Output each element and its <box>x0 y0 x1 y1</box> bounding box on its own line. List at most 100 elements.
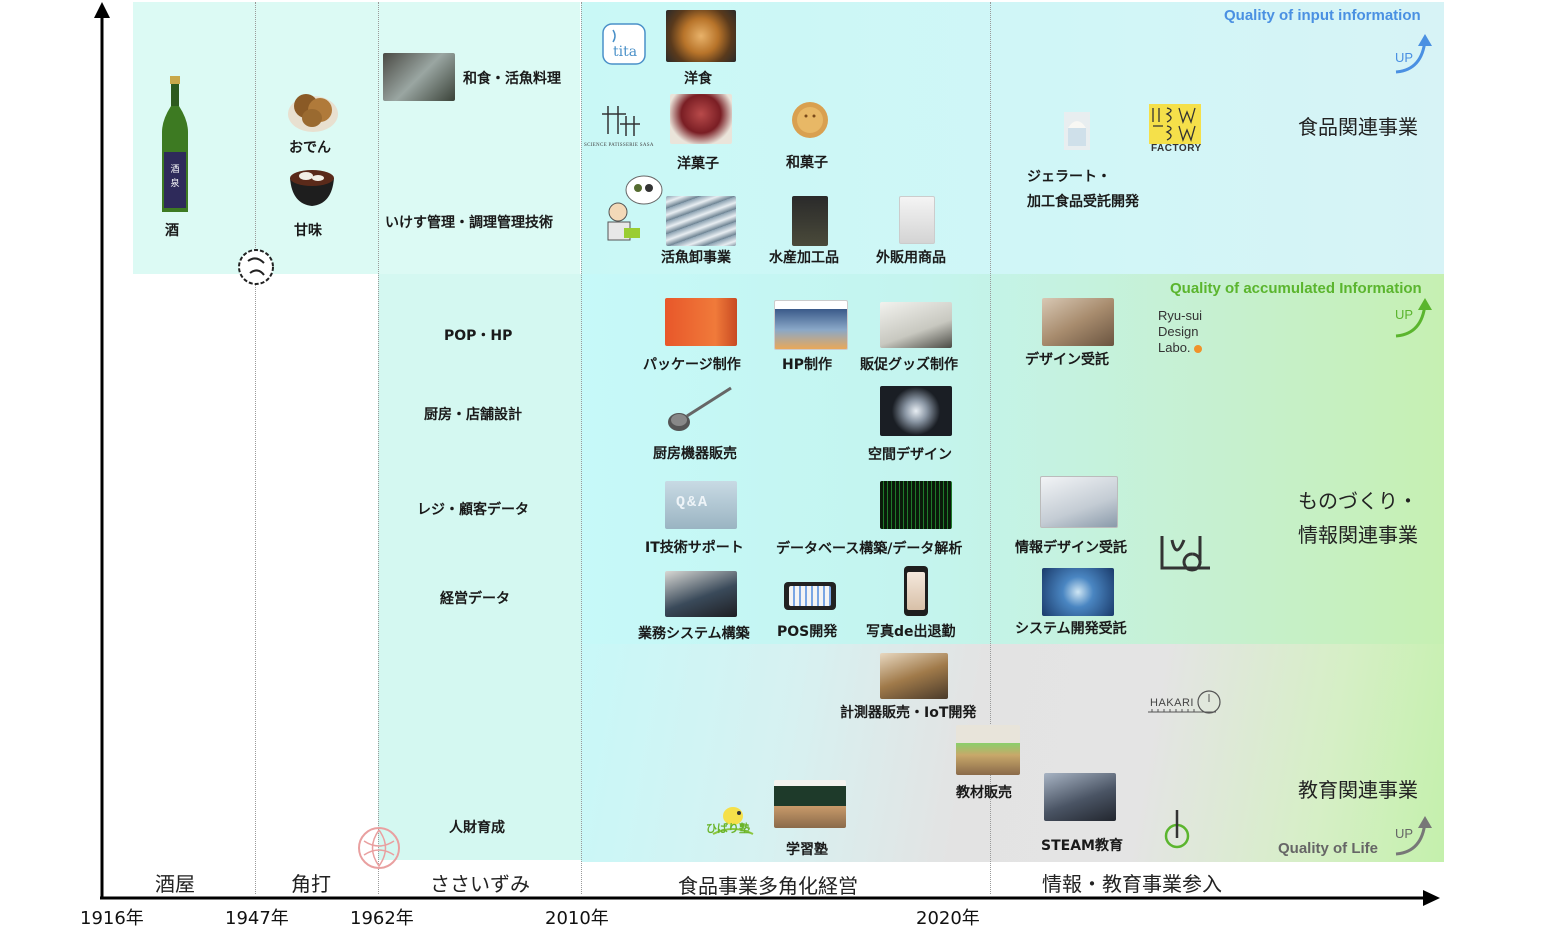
yd-logo-icon <box>1160 536 1210 572</box>
cram-school-photo <box>774 780 846 828</box>
system-dev-label: システム開発受託 <box>1015 621 1127 637</box>
database-photo <box>880 481 952 529</box>
it-support-label: IT技術サポート <box>645 540 744 556</box>
goods-label: 販促グッズ制作 <box>860 357 958 373</box>
svg-text:酒: 酒 <box>170 164 179 175</box>
ryusui-logo-line3: Labo. <box>1158 340 1191 355</box>
gelato-label-line1: ジェラート・ <box>1027 169 1111 185</box>
ryusui-logo-line1: Ryu-sui <box>1158 308 1203 323</box>
qa-text: Q&A <box>676 494 710 511</box>
ryusui-logo-line2: Design <box>1158 324 1199 339</box>
oden-icon <box>288 94 338 132</box>
suisan-photo <box>792 196 828 246</box>
washoku-label: 和食・活魚料理 <box>463 71 561 87</box>
hakari-logo-text: HAKARI <box>1150 697 1194 709</box>
kitchen-design-label: 厨房・店舗設計 <box>424 407 522 423</box>
year-2020: 2020年 <box>916 908 980 929</box>
katsugyo-photo <box>666 196 736 246</box>
up-text-input: UP <box>1395 50 1414 65</box>
category-making-line1: ものづくり・ <box>1298 489 1418 513</box>
divider-2020 <box>990 2 991 894</box>
hp-photo <box>774 300 848 350</box>
year-1947: 1947年 <box>225 908 289 929</box>
quality-life-label: Quality of Life <box>1278 840 1379 857</box>
gaihan-label: 外販用商品 <box>876 250 946 266</box>
design-photo <box>1042 298 1114 346</box>
gelato-label-line2: 加工食品受託開発 <box>1027 194 1139 210</box>
yoshoku-label: 洋食 <box>684 71 712 87</box>
up-text-life: UP <box>1395 826 1414 841</box>
package-label: パッケージ制作 <box>643 357 741 373</box>
up-text-accumulated: UP <box>1395 307 1414 322</box>
sake-label: 酒 <box>165 223 179 239</box>
ikesu-label: いけす管理・調理管理技術 <box>385 215 553 231</box>
era-label-sasaizumi: ささいずみ <box>430 872 530 896</box>
register-data-label: レジ・顧客データ <box>417 502 529 518</box>
era-label-kakuuchi: 角打 <box>291 872 331 896</box>
era-label-info-education: 情報・教育事業参入 <box>1042 872 1222 896</box>
steam-photo <box>1044 773 1116 821</box>
materials-photo <box>956 725 1020 775</box>
katsugyo-label: 活魚卸事業 <box>661 250 731 266</box>
hp-label: HP制作 <box>782 357 832 373</box>
sasa-logo-text: SCIENCE PATISSERIE SASA <box>584 143 654 148</box>
up-arrow-input-icon <box>1395 34 1432 74</box>
hr-development-label: 人財育成 <box>449 820 505 836</box>
measure-label: 計測器販売・IoT開発 <box>840 705 977 721</box>
oden-label: おでん <box>289 140 331 156</box>
factory-logo-text: FACTORY <box>1151 143 1202 154</box>
divider-1962 <box>378 2 379 894</box>
tita-logo-icon <box>602 23 646 65</box>
system-label: 業務システム構築 <box>638 626 750 642</box>
materials-label: 教材販売 <box>956 785 1012 801</box>
info-design-photo <box>1040 476 1118 528</box>
yogashi-photo <box>670 94 732 144</box>
svg-text:泉: 泉 <box>170 177 179 189</box>
family-crest-icon <box>238 249 274 285</box>
up-arrow-accumulated-icon <box>1395 298 1432 338</box>
space-design-photo <box>880 386 952 436</box>
yoshoku-photo <box>666 10 736 62</box>
year-2010: 2010年 <box>545 908 609 929</box>
era-label-sakaya: 酒屋 <box>155 872 195 896</box>
it-support-photo <box>665 481 737 529</box>
gaihan-photo <box>899 196 935 244</box>
suisan-label: 水産加工品 <box>769 250 839 266</box>
sasaizumi-crest-icon <box>358 827 400 869</box>
factory-logo-icon <box>1149 104 1201 144</box>
management-data-label: 経営データ <box>440 591 510 607</box>
zone-sasaizumi-column <box>378 274 581 860</box>
pos-label: POS開発 <box>777 624 838 640</box>
goods-photo <box>880 302 952 348</box>
wagashi-icon <box>792 102 828 138</box>
zone-food <box>133 2 580 274</box>
amami-label: 甘味 <box>294 223 322 239</box>
wagashi-label: 和菓子 <box>786 155 828 171</box>
system-dev-photo <box>1042 568 1114 616</box>
sake-bottle-icon: 酒 泉 <box>162 76 188 212</box>
yogashi-label: 洋菓子 <box>677 156 719 172</box>
quality-input-label: Quality of input information <box>1224 7 1421 24</box>
washoku-photo <box>383 53 455 101</box>
category-making-line2: 情報関連事業 <box>1298 523 1418 547</box>
category-education: 教育関連事業 <box>1298 778 1418 802</box>
measure-photo <box>880 653 948 699</box>
system-photo <box>665 571 737 617</box>
photo-attendance-screen <box>907 572 925 610</box>
hibari-logo-text: ひばり塾 <box>706 822 750 835</box>
steam-label: STEAM教育 <box>1041 838 1123 854</box>
pop-hp-label: POP・HP <box>444 328 513 344</box>
design-label: デザイン受託 <box>1025 352 1109 368</box>
divider-1947 <box>255 2 256 894</box>
gelato-icon <box>1064 112 1090 150</box>
ryusui-dot-icon <box>1194 345 1202 353</box>
space-design-label: 空間デザイン <box>868 447 952 463</box>
hakari-logo-icon <box>1148 690 1221 714</box>
database-label: データベース構築/データ解析 <box>776 541 963 557</box>
package-photo <box>665 298 737 346</box>
year-1962: 1962年 <box>350 908 414 929</box>
tita-logo-text: tita <box>613 44 638 60</box>
kitchen-sales-label: 厨房機器販売 <box>653 446 737 462</box>
cram-school-label: 学習塾 <box>786 842 828 858</box>
info-design-label: 情報デザイン受託 <box>1015 540 1127 556</box>
